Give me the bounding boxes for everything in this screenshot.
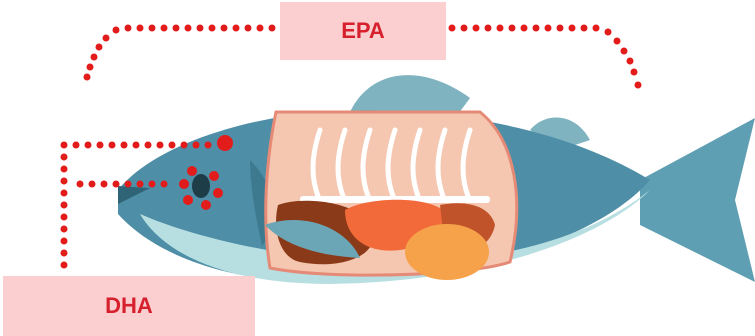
- tail-fin: [640, 118, 755, 282]
- fish-eye: [192, 174, 210, 198]
- organ-gonad: [405, 224, 489, 280]
- epa-label-text: EPA: [341, 18, 385, 44]
- epa-label: EPA: [280, 2, 446, 60]
- dha-label-text: DHA: [105, 293, 153, 319]
- dha-label: DHA: [3, 276, 255, 336]
